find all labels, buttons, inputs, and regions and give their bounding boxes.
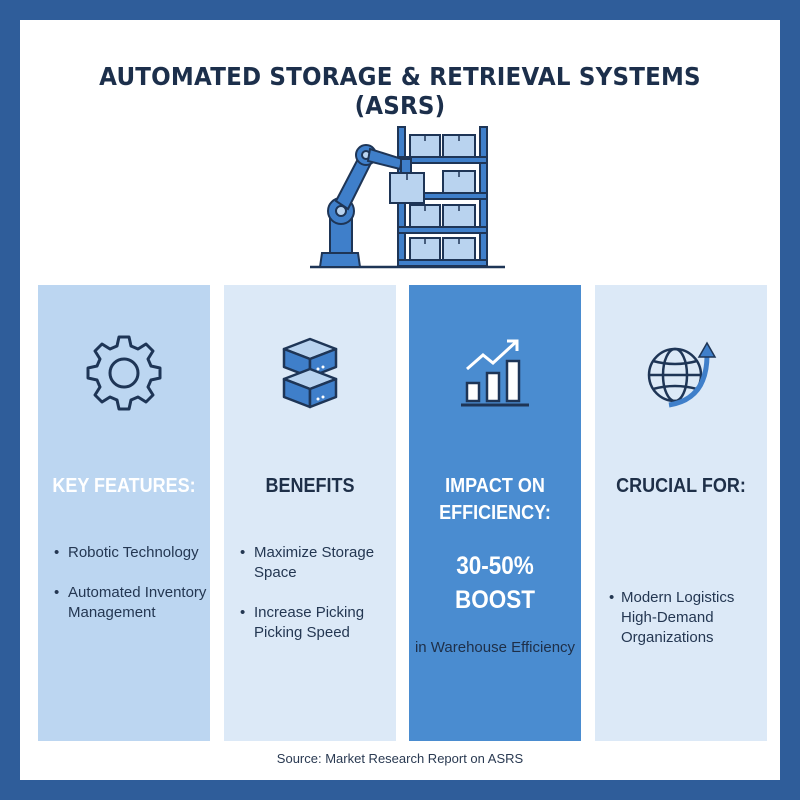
bullet-list: Robotic Technology Automated Inventory M…	[52, 543, 212, 643]
card-heading: IMPACT ON EFFICIENCY:	[439, 475, 551, 524]
list-item: Modern Logistics High-Demand Organizatio…	[607, 588, 767, 648]
infographic-frame: AUTOMATED STORAGE & RETRIEVAL SYSTEMS (A…	[20, 20, 780, 780]
growth-chart-icon	[461, 339, 529, 407]
bullet-list: Maximize Storage Space Increase Picking …	[238, 543, 398, 663]
card-key-features: KEY FEATURES: Robotic Technology Automat…	[38, 285, 210, 741]
efficiency-stat: 30-50% BOOST	[454, 552, 536, 614]
card-heading: KEY FEATURES:	[52, 475, 196, 497]
list-item: Robotic Technology	[52, 543, 212, 563]
page-title: AUTOMATED STORAGE & RETRIEVAL SYSTEMS (A…	[99, 62, 701, 120]
globe-arrow-icon	[647, 341, 717, 408]
gear-icon	[86, 335, 162, 411]
list-item: Increase Picking Picking Speed	[238, 603, 398, 643]
card-crucial-for: CRUCIAL FOR: Modern Logistics High-Deman…	[595, 285, 767, 741]
list-item: Automated Inventory Management	[52, 583, 212, 623]
card-impact: IMPACT ON EFFICIENCY: 30-50% BOOST in Wa…	[409, 285, 581, 741]
card-benefits: BENEFITS Maximize Storage Space Increase…	[224, 285, 396, 741]
server-boxes-icon	[282, 337, 338, 409]
bullet-list: Modern Logistics High-Demand Organizatio…	[607, 588, 767, 668]
robotic-arm-rack-icon	[310, 126, 505, 269]
source-note: Source: Market Research Report on ASRS	[276, 751, 524, 766]
card-heading: BENEFITS	[265, 475, 355, 497]
card-heading: CRUCIAL FOR:	[616, 475, 746, 497]
efficiency-note: in Warehouse Efficiency	[414, 639, 576, 656]
list-item: Maximize Storage Space	[238, 543, 398, 583]
